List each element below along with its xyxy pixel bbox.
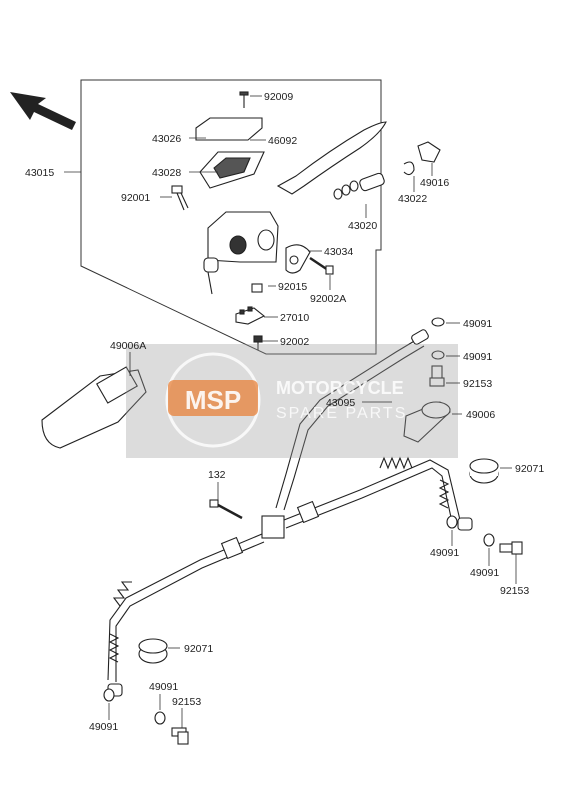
part-92002-screw[interactable] (253, 335, 263, 350)
part-92071-grommet-b[interactable] (138, 638, 168, 664)
part-27010-brake-switch[interactable] (235, 306, 266, 325)
part-49016-boot[interactable] (417, 141, 441, 163)
label-27010[interactable]: 27010 (280, 312, 309, 324)
part-49091-washer-c[interactable] (446, 515, 458, 529)
label-92153-a[interactable]: 92153 (463, 378, 492, 390)
master-cylinder-body[interactable] (203, 211, 279, 295)
watermark-logo-text: MSP (185, 385, 241, 415)
watermark: MSP MOTORCYCLE SPARE PARTS (126, 344, 458, 458)
part-92153-bolt-b[interactable] (499, 541, 523, 555)
label-92153-b[interactable]: 92153 (500, 585, 529, 597)
label-43028[interactable]: 43028 (152, 167, 181, 179)
label-49091-e[interactable]: 49091 (149, 681, 178, 693)
part-49006-bleeder-cap[interactable] (403, 401, 451, 443)
part-92002A-bolt[interactable] (309, 256, 334, 275)
watermark-line2: SPARE PARTS (276, 405, 407, 422)
part-labels: 92009 43026 46092 43028 43015 92001 4901… (25, 91, 544, 733)
label-43015[interactable]: 43015 (25, 167, 54, 179)
label-92153-c[interactable]: 92153 (172, 696, 201, 708)
part-49091-washer-f[interactable] (154, 711, 166, 725)
label-49091-f[interactable]: 49091 (89, 721, 118, 733)
part-92153-bolt-a[interactable] (429, 365, 445, 387)
part-132-bolt[interactable] (209, 499, 243, 520)
watermark-line1: MOTORCYCLE (276, 378, 404, 398)
part-49091-washer-a[interactable] (431, 317, 445, 327)
label-92002[interactable]: 92002 (280, 336, 309, 348)
label-46092[interactable]: 46092 (268, 135, 297, 147)
label-43022[interactable]: 43022 (398, 193, 427, 205)
label-49016[interactable]: 49016 (420, 177, 449, 189)
label-92015[interactable]: 92015 (278, 281, 307, 293)
part-49091-washer-b[interactable] (431, 350, 445, 360)
label-49006A[interactable]: 49006A (110, 340, 146, 352)
label-43020[interactable]: 43020 (348, 220, 377, 232)
label-49091-a[interactable]: 49091 (463, 318, 492, 330)
label-49091-c[interactable]: 49091 (430, 547, 459, 559)
part-92153-bolt-c[interactable] (171, 727, 189, 745)
label-43034[interactable]: 43034 (324, 246, 353, 258)
part-92071-grommet-a[interactable] (469, 458, 499, 484)
label-92009[interactable]: 92009 (264, 91, 293, 103)
part-43028-diaphragm[interactable] (199, 151, 265, 189)
label-92001[interactable]: 92001 (121, 192, 150, 204)
part-92009-screw[interactable] (239, 91, 249, 108)
part-49091-washer-d[interactable] (483, 533, 495, 547)
label-43026[interactable]: 43026 (152, 133, 181, 145)
hose-assembly (107, 329, 473, 697)
label-132[interactable]: 132 (208, 469, 226, 481)
label-49006[interactable]: 49006 (466, 409, 495, 421)
label-92071-b[interactable]: 92071 (184, 643, 213, 655)
part-92001-bolt[interactable] (171, 185, 189, 211)
part-43020-piston-kit[interactable] (333, 172, 385, 200)
part-92015-nut[interactable] (251, 283, 263, 293)
label-43095[interactable]: 43095 (326, 397, 355, 409)
part-43022-circlip[interactable] (403, 161, 415, 176)
label-49091-d[interactable]: 49091 (470, 567, 499, 579)
part-46092-brake-lever[interactable] (276, 121, 387, 195)
label-49091-b[interactable]: 49091 (463, 351, 492, 363)
label-92071-a[interactable]: 92071 (515, 463, 544, 475)
part-43034-clamp[interactable] (285, 244, 311, 274)
part-43026-reservoir-cap[interactable] (195, 117, 263, 141)
label-92002A[interactable]: 92002A (310, 293, 346, 305)
part-49006A-housing[interactable] (41, 366, 147, 449)
assembly-boundary (80, 79, 382, 355)
front-direction-arrow-icon (10, 92, 76, 130)
part-49091-washer-e[interactable] (103, 688, 115, 702)
